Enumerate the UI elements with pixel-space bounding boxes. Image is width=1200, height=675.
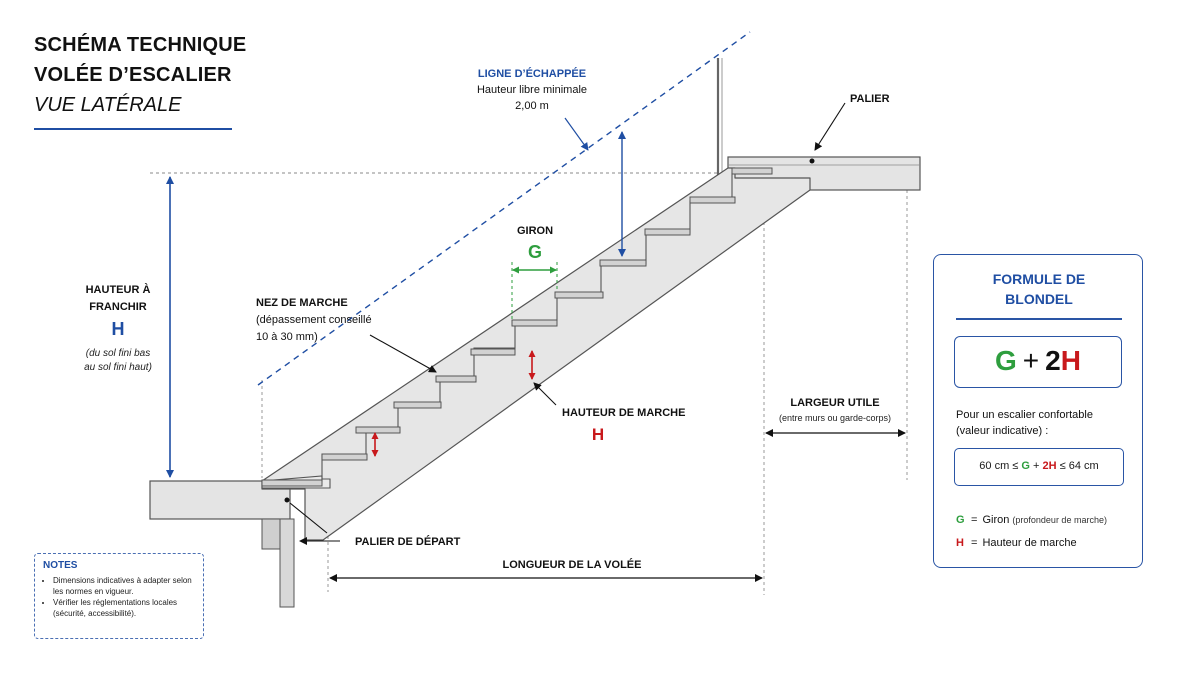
formula-legend-h: H = Hauteur de marche (956, 536, 1077, 550)
ligne-echappee-title: LIGNE D’ÉCHAPPÉE (478, 67, 586, 80)
legend-g-detail: (profondeur de marche) (1012, 515, 1107, 525)
palier-depart-pointer-1 (289, 502, 328, 534)
nosing-7 (554, 291, 604, 299)
hauteur-marche-pointer (533, 382, 557, 406)
hauteur-franchir-line1: HAUTEUR À (86, 283, 151, 296)
hauteur-marche-symbol: H (592, 425, 604, 444)
formula-main-plus: + (1022, 345, 1040, 376)
formula-main-g: G (995, 345, 1017, 376)
nosing-9 (644, 228, 691, 236)
formula-note-line2: (valeur indicative) : (956, 425, 1049, 437)
nez-marche-line3: 10 à 30 mm) (256, 331, 318, 343)
formula-range: 60 cm ≤ G + 2H ≤ 64 cm (954, 448, 1124, 486)
palier-pointer (814, 102, 846, 151)
stair-stringer (261, 167, 811, 541)
ligne-echappee-line3: 2,00 m (515, 100, 549, 112)
formula-divider (956, 318, 1122, 320)
nosing-10 (689, 196, 736, 204)
formula-title: FORMULE DE BLONDEL (934, 269, 1144, 309)
formula-range-prefix: 60 cm ≤ (979, 460, 1019, 472)
longueur-volee-label: LONGUEUR DE LA VOLÉE (503, 558, 642, 571)
legend-h-symbol: H (956, 537, 964, 549)
lower-wall (279, 518, 295, 608)
hauteur-franchir-note1: (du sol fini bas (86, 348, 150, 359)
title-block: SCHÉMA TECHNIQUE VOLÉE D’ESCALIER VUE LA… (34, 30, 264, 130)
title-underline (34, 128, 232, 130)
title-line-3: VUE LATÉRALE (34, 94, 182, 116)
formula-range-suffix: ≤ 64 cm (1059, 460, 1099, 472)
formula-title-line2: BLONDEL (1005, 291, 1073, 307)
nez-marche-line2: (dépassement conseillé (256, 314, 372, 326)
formula-note: Pour un escalier confortable (valeur ind… (956, 407, 1126, 439)
nosing-4 (435, 375, 477, 383)
palier-label: PALIER (850, 93, 890, 105)
nosing-1 (321, 453, 368, 461)
legend-h-text: Hauteur de marche (982, 537, 1077, 549)
nosing-5 (470, 348, 516, 356)
nosing-0 (261, 479, 323, 487)
palier-depart-label: PALIER DE DÉPART (355, 535, 461, 548)
blondel-formula-box: FORMULE DE BLONDEL G+2H Pour un escalier… (933, 254, 1143, 568)
notes-box: NOTES Dimensions indicatives à adapter s… (34, 553, 204, 639)
formula-main: G+2H (954, 336, 1122, 388)
nosing-6 (511, 319, 558, 327)
formula-main-two: 2 (1045, 345, 1061, 376)
nosing-11 (731, 167, 773, 175)
ligne-echappee-pointer (564, 117, 589, 151)
formula-range-2h: 2H (1042, 460, 1057, 472)
giron-title: GIRON (517, 225, 553, 237)
nosing-8 (599, 259, 647, 267)
ligne-echappee-line (257, 31, 751, 386)
notes-list: Dimensions indicatives à adapter selon l… (43, 575, 195, 619)
legend-g-symbol: G (956, 514, 965, 526)
formula-range-g: G (1021, 460, 1030, 472)
legend-g-eq: = (971, 514, 978, 526)
ligne-echappee-line2: Hauteur libre minimale (477, 84, 587, 96)
hauteur-franchir-note2: au sol fini haut) (84, 362, 152, 373)
largeur-utile-title: LARGEUR UTILE (790, 397, 879, 409)
hauteur-franchir-line2: FRANCHIR (89, 301, 146, 313)
nez-marche-title: NEZ DE MARCHE (256, 297, 348, 309)
hauteur-marche-title: HAUTEUR DE MARCHE (562, 407, 685, 419)
nosings-group (261, 167, 773, 487)
palier-depart-dot (284, 497, 290, 503)
largeur-utile-note: (entre murs ou garde-corps) (779, 413, 891, 423)
palier-dot (809, 158, 815, 164)
step-profile (262, 172, 750, 482)
formula-legend-g: G = Giron (profondeur de marche) (956, 513, 1107, 527)
formula-title-line1: FORMULE DE (992, 271, 1086, 287)
notes-title: NOTES (43, 560, 78, 571)
nosing-3 (393, 401, 442, 409)
hauteur-franchir-symbol: H (112, 319, 125, 339)
legend-h-eq: = (971, 537, 978, 549)
formula-range-plus: + (1033, 460, 1040, 472)
notes-item: Vérifier les réglementations locales (sé… (53, 597, 195, 619)
nosing-2 (355, 426, 401, 434)
nez-marche-pointer (369, 334, 437, 373)
notes-item: Dimensions indicatives à adapter selon l… (53, 575, 195, 597)
legend-g-text: Giron (982, 514, 1010, 526)
giron-symbol: G (528, 242, 542, 262)
formula-main-h: H (1060, 345, 1081, 376)
title-line-1: SCHÉMA TECHNIQUE (34, 34, 247, 56)
formula-note-line1: Pour un escalier confortable (956, 409, 1093, 421)
title-line-2: VOLÉE D’ESCALIER (34, 64, 232, 86)
